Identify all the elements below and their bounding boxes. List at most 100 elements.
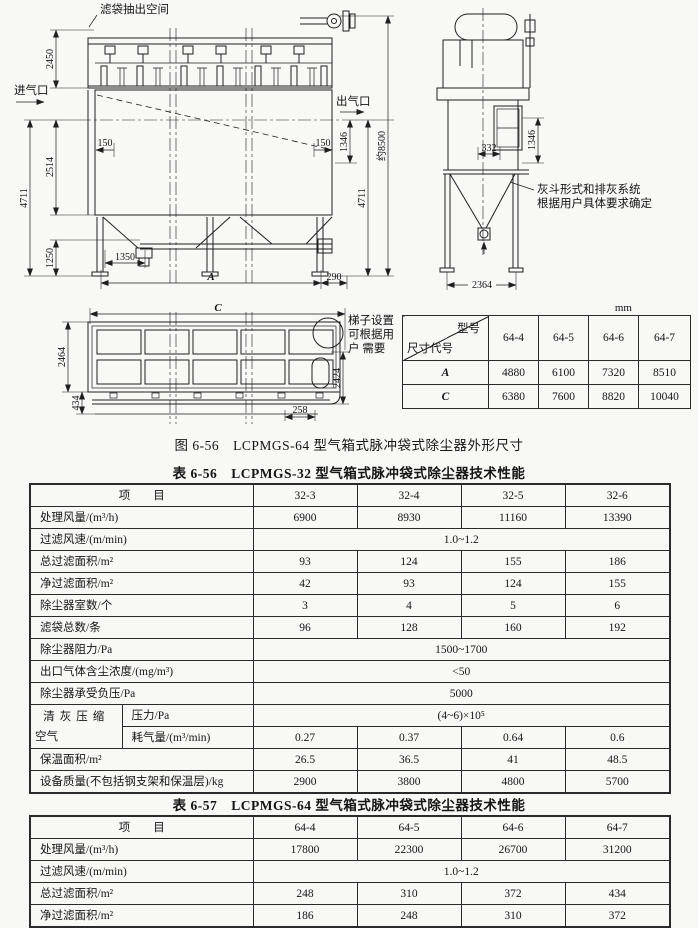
item-header: 项 目: [29, 483, 254, 507]
value-cell: 8820: [588, 384, 639, 409]
value-cell: 155: [564, 572, 671, 595]
pulse-valves: [104, 45, 305, 63]
row-label: 除尘器阻力/Pa: [29, 638, 254, 661]
row-label: 耗气量/(m³/min): [121, 726, 254, 749]
value-cell: 6: [564, 594, 671, 617]
ladder-note-line1: 梯子设置: [348, 314, 394, 327]
side-view: 332 1346 2364 灰斗形式和排灰系统 根据用户具体要求确定: [436, 8, 652, 291]
value-cell: 26700: [460, 838, 566, 861]
row-label: A: [402, 360, 489, 385]
plan-dimensions: [62, 308, 349, 421]
row-label: 除尘器承受负压/Pa: [29, 682, 254, 705]
row-label: 过滤风速/(m/min): [29, 528, 254, 551]
plan-cells: [96, 329, 334, 385]
dim-A: A: [206, 271, 214, 283]
table-row: 滤袋总数/条 96 128 160 192: [29, 616, 671, 639]
table-row: 过滤风速/(m/min) 1.0~1.2: [29, 528, 671, 551]
ash-hopper: [449, 173, 483, 229]
table-row: 处理风量/(m³/h) 17800 22300 26700 31200: [29, 838, 671, 861]
dim-332: 332: [482, 143, 497, 154]
value-cell: 36.5: [356, 748, 462, 771]
outlet-duct: [493, 105, 523, 151]
side-dimensions: [446, 117, 544, 290]
value-cell: 0.6: [564, 726, 671, 749]
value-cell: 128: [356, 616, 462, 639]
dim-1346-front: 1346: [339, 132, 350, 152]
model-header: 64-4: [252, 815, 358, 839]
row-label: 压力/Pa: [121, 704, 254, 727]
value-cell: 0.37: [356, 726, 462, 749]
value-cell: 31200: [564, 838, 671, 861]
row-label: 滤袋总数/条: [29, 616, 254, 639]
table-row: A 4880 6100 7320 8510: [402, 360, 691, 385]
table-6-56: 项 目 32-3 32-4 32-5 32-6 处理风量/(m³/h) 6900…: [29, 483, 671, 794]
dim-4711-left: 4711: [19, 188, 30, 208]
value-cell: 8930: [356, 506, 462, 529]
table-row: 处理风量/(m³/h) 6900 8930 11160 13390: [29, 506, 671, 529]
dimension-table: mm 型号 尺寸代号 64-4 64-5 64-6 64-7 A 4880 61…: [402, 301, 692, 409]
value-cell: 8510: [638, 360, 691, 385]
value-cell: 11160: [460, 506, 566, 529]
model-header: 64-5: [356, 815, 462, 839]
value-cell: 186: [564, 550, 671, 573]
row-label: 出口气体含尘浓度/(mg/m³): [29, 660, 254, 683]
side-cylinder: [311, 357, 330, 389]
model-header: 64-4: [488, 315, 539, 361]
table-row: 出口气体含尘浓度/(mg/m³) <50: [29, 660, 671, 683]
model-header: 64-7: [564, 815, 671, 839]
group-label: 清灰压缩 空气: [29, 704, 123, 749]
value-cell: 93: [252, 550, 358, 573]
value-cell: 155: [460, 550, 566, 573]
dim-4711-right: 4711: [357, 188, 368, 208]
casing: [94, 89, 333, 216]
dim-1346-side: 1346: [527, 130, 538, 150]
dim-290: 290: [327, 272, 342, 283]
diag-model-label: 型号: [457, 323, 480, 335]
dim-2464: 2464: [57, 347, 68, 367]
row-label: 保温面积/m²: [29, 748, 254, 771]
span-value-cell: <50: [252, 660, 671, 683]
value-cell: 6900: [252, 506, 358, 529]
ladder-note-line3: 户 需要: [348, 341, 385, 355]
value-cell: 96: [252, 616, 358, 639]
figure-caption: 图 6-56 LCPMGS-64 型气箱式脉冲袋式除尘器外形尺寸: [174, 438, 524, 453]
group-label-line2: 空气: [35, 730, 58, 743]
value-cell: 186: [252, 904, 358, 928]
dim-C: C: [214, 302, 222, 314]
dim-2450: 2450: [45, 49, 56, 69]
ladder-note-line2: 可根据用: [348, 327, 394, 341]
table57-title: 表 6-57 LCPMGS-64 型气箱式脉冲袋式除尘器技术性能: [172, 798, 526, 813]
model-header: 32-5: [460, 483, 566, 507]
model-header: 64-6: [588, 315, 639, 361]
table-row: 过滤风速/(m/min) 1.0~1.2: [29, 860, 671, 883]
value-cell: 372: [460, 882, 566, 905]
table-6-57: 项 目 64-4 64-5 64-6 64-7 处理风量/(m³/h) 1780…: [29, 815, 671, 928]
span-value-cell: 5000: [252, 682, 671, 705]
plan-casing: [87, 321, 341, 393]
diag-code-label: 尺寸代号: [407, 343, 453, 355]
row-label: C: [402, 384, 489, 409]
value-cell: 248: [252, 882, 358, 905]
plan-view: C 2464 434 2424 258 梯子设置 可根据用 户 需要: [57, 302, 394, 424]
pulse-air-tank: [454, 13, 518, 41]
front-dimensions: [24, 15, 394, 289]
dim-8500: 约8500: [375, 131, 388, 161]
value-cell: 5: [460, 594, 566, 617]
value-cell: 4880: [488, 360, 539, 385]
table-row: 耗气量/(m³/min) 0.27 0.37 0.64 0.6: [30, 726, 671, 749]
support-legs: [91, 217, 329, 277]
value-cell: 4: [356, 594, 462, 617]
table-row: 清灰压缩 空气 压力/Pa (4~6)×10⁵: [29, 704, 671, 749]
span-value-cell: (4~6)×10⁵: [252, 704, 671, 727]
front-view: 滤袋抽出空间 进气口 出气口 2450 2514 4711 1250 150 1…: [14, 2, 394, 289]
outlet-label: 出气口: [336, 94, 371, 108]
value-cell: 6380: [488, 384, 539, 409]
table-row: 净过滤面积/m² 186 248 310 372: [29, 904, 671, 928]
note-leader: [509, 181, 535, 191]
table-row: 项 目 64-4 64-5 64-6 64-7: [29, 815, 671, 839]
dim-434: 434: [71, 396, 82, 411]
value-cell: 192: [564, 616, 671, 639]
value-cell: 5700: [564, 770, 671, 794]
model-header: 64-6: [460, 815, 566, 839]
value-cell: 124: [460, 572, 566, 595]
